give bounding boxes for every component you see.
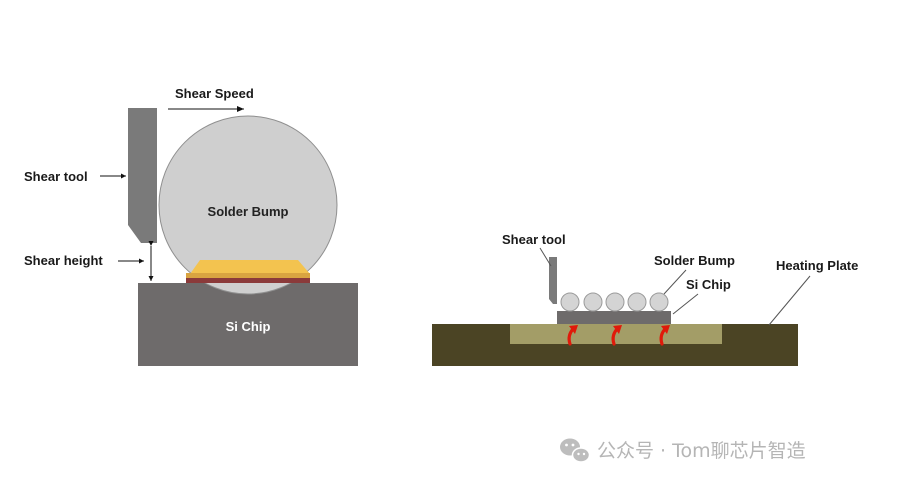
right-solder-bump-leader (663, 269, 687, 295)
heating-plate-label: Heating Plate (776, 258, 858, 273)
solder-bump-ball (158, 115, 338, 295)
heating-plate-leader (768, 275, 811, 326)
right-shear-tool-label: Shear tool (502, 232, 566, 247)
watermark-text: 公众号 · Tom聊芯片智造 (597, 440, 806, 462)
heat-arrow-icon (567, 325, 578, 346)
solder-bump-label: Solder Bump (208, 204, 289, 219)
solder-bump-ball-3 (605, 292, 625, 312)
si-chip-small (557, 311, 671, 324)
si-chip-block (138, 283, 358, 366)
shear-tool-small (549, 257, 557, 304)
bond-pad-mid (186, 273, 310, 278)
watermark: 公众号 · Tom聊芯片智造 (560, 438, 806, 463)
shear-tool-label: Shear tool (24, 169, 88, 184)
bond-pad-top (190, 260, 310, 274)
heating-zone (510, 324, 722, 344)
right-solder-bump-label: Solder Bump (654, 253, 735, 268)
heat-arrow-icon (659, 325, 670, 346)
right-shear-tool-leader (539, 247, 552, 267)
bond-pad-bottom (186, 278, 310, 283)
solder-bump-ball-4 (627, 292, 647, 312)
solder-bump-row (560, 292, 669, 312)
solder-bump-ball-1 (560, 292, 580, 312)
shear-speed-label: Shear Speed (175, 86, 254, 101)
si-chip-label: Si Chip (226, 319, 271, 334)
right-diagram: Shear tool Solder Bump Si Chip Heating P… (432, 232, 858, 366)
shear-height-label: Shear height (24, 253, 103, 268)
left-diagram: Si Chip Solder Bump Shear Speed Shear to… (24, 86, 358, 366)
wechat-icon (560, 438, 591, 463)
heat-arrow-icon (611, 325, 622, 346)
solder-bump-ball-2 (583, 292, 603, 312)
right-si-chip-leader (672, 293, 699, 315)
right-si-chip-label: Si Chip (686, 277, 731, 292)
solder-bump-ball-5 (649, 292, 669, 312)
shear-tool (128, 108, 157, 243)
heat-arrows (567, 325, 670, 346)
